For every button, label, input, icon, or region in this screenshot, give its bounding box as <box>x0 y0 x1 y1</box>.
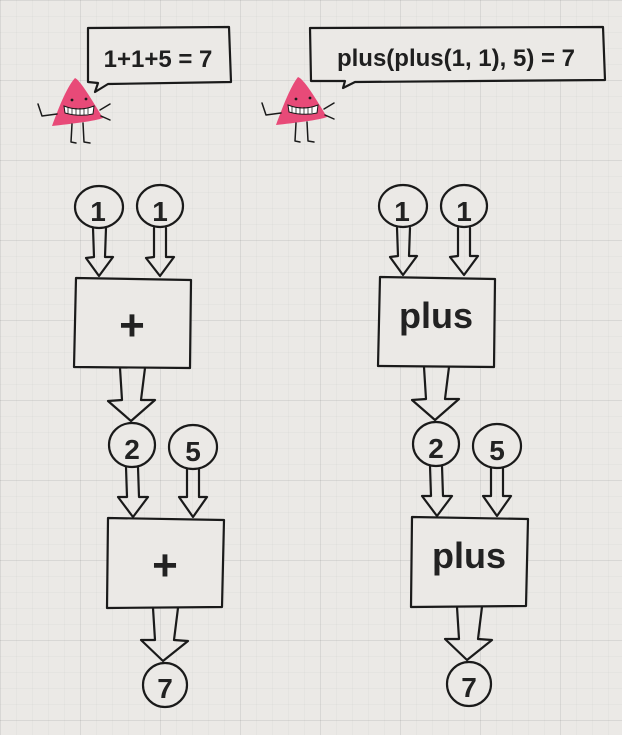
left-arrow-5 <box>177 467 209 519</box>
left-arrow-1a <box>84 226 115 278</box>
left-input-2: 2 <box>107 421 157 469</box>
left-input-5: 5 <box>167 423 219 471</box>
right-bubble-text: plus(plus(1, 1), 5) = 7 <box>337 45 575 72</box>
right-input-5-label: 5 <box>489 435 505 466</box>
right-arrow-1b <box>448 226 480 277</box>
right-speech-bubble: plus(plus(1, 1), 5) = 7 <box>308 25 607 90</box>
left-input-1b: 1 <box>135 183 185 229</box>
left-input-2-label: 2 <box>124 434 140 465</box>
right-op1-label: plus <box>399 295 473 336</box>
left-result: 7 <box>141 661 189 709</box>
right-result-label: 7 <box>461 672 477 703</box>
left-arrow-op1-out <box>106 366 157 423</box>
left-panel: 1+1+5 = 7 1 1 + <box>37 25 233 709</box>
left-input-5-label: 5 <box>185 436 201 467</box>
right-input-5: 5 <box>471 422 523 470</box>
left-arrow-2 <box>116 465 150 519</box>
left-input-1a: 1 <box>73 184 125 230</box>
left-op2-label: + <box>152 541 178 590</box>
right-result: 7 <box>445 660 493 708</box>
right-input-1a: 1 <box>377 183 429 229</box>
left-input-1b-label: 1 <box>152 196 168 227</box>
left-op1-label: + <box>119 301 145 350</box>
right-input-1b: 1 <box>439 183 489 229</box>
right-arrow-2 <box>420 464 454 518</box>
left-arrow-op2-out <box>139 606 190 663</box>
right-input-2-label: 2 <box>428 433 444 464</box>
right-op2-label: plus <box>432 535 506 576</box>
right-arrow-1a <box>388 226 419 277</box>
left-arrow-1b <box>144 226 176 278</box>
left-op1-box: + <box>72 276 193 370</box>
left-input-1a-label: 1 <box>90 196 106 227</box>
left-bubble-text: 1+1+5 = 7 <box>104 46 213 73</box>
left-speech-bubble: 1+1+5 = 7 <box>86 25 233 94</box>
right-arrow-op2-out <box>443 605 494 662</box>
left-mascot-icon <box>37 78 111 144</box>
left-result-label: 7 <box>157 673 173 704</box>
left-op2-box: + <box>105 516 226 610</box>
right-input-2: 2 <box>411 420 461 468</box>
right-op1-box: plus <box>376 275 497 369</box>
right-arrow-5 <box>481 466 513 518</box>
right-input-1b-label: 1 <box>456 196 472 227</box>
right-panel: plus(plus(1, 1), 5) = 7 1 1 plus <box>261 25 607 708</box>
right-arrow-op1-out <box>410 365 461 422</box>
right-input-1a-label: 1 <box>394 196 410 227</box>
right-mascot-icon <box>261 77 335 143</box>
right-op2-box: plus <box>409 515 530 609</box>
